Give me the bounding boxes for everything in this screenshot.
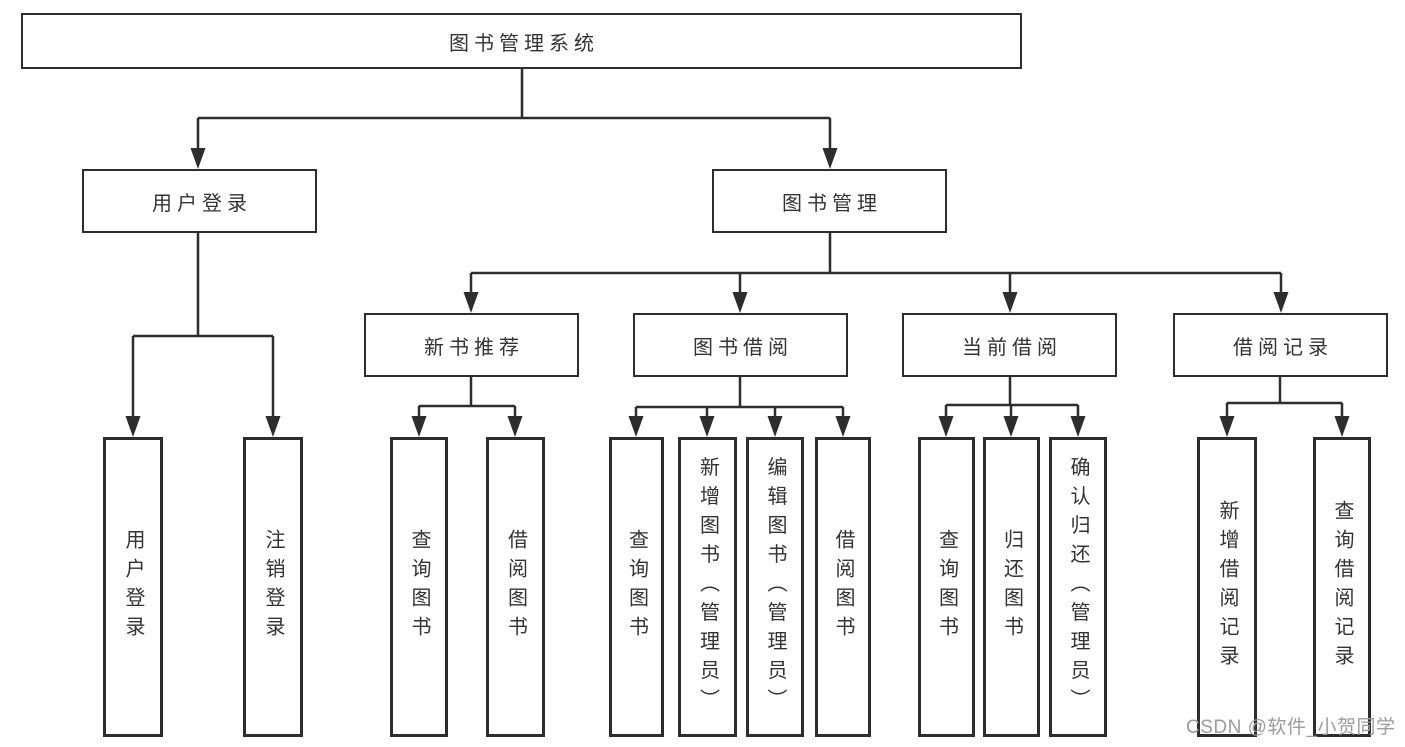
- leaf-label: 确认归还（管理员）: [1067, 456, 1089, 718]
- connector-book-management-to-level3: [469, 233, 1283, 297]
- arrow-down-icon: [699, 416, 715, 437]
- connector-current-to-leaves: [944, 377, 1080, 420]
- node-borrowing-records: 借阅记录: [1173, 313, 1388, 377]
- arrow-down-icon: [628, 416, 644, 437]
- leaf-label: 查询图书: [935, 529, 958, 645]
- arrow-down-icon: [835, 416, 851, 437]
- leaf-label: 查询图书: [625, 529, 648, 645]
- connector-root-to-level2: [196, 68, 832, 152]
- leaf-logout: 注销登录: [243, 437, 303, 737]
- arrow-down-icon: [732, 292, 748, 313]
- leaf-label: 查询图书: [408, 529, 430, 645]
- connector-user-login-to-leaves: [131, 233, 275, 420]
- arrow-down-icon: [938, 416, 954, 437]
- arrow-down-icon: [1003, 416, 1019, 437]
- node-current-borrowing: 当前借阅: [902, 313, 1117, 377]
- leaf-borrow-books-recommend: 借阅图书: [486, 437, 545, 737]
- leaf-label: 新增图书（管理员）: [696, 456, 719, 718]
- leaf-label: 借阅图书: [504, 529, 527, 645]
- node-new-book-recommendation: 新书推荐: [364, 313, 579, 377]
- leaf-label: 新增借阅记录: [1216, 500, 1238, 674]
- leaf-query-borrow-record: 查询借阅记录: [1313, 437, 1371, 737]
- leaf-label: 注销登录: [262, 529, 284, 645]
- arrow-down-icon: [1219, 416, 1235, 437]
- leaf-label: 用户登录: [122, 529, 144, 645]
- arrow-down-icon: [125, 416, 141, 437]
- arrow-down-icon: [411, 416, 427, 437]
- arrow-down-icon: [1070, 416, 1086, 437]
- csdn-watermark: CSDN @软件_小贺同学: [1186, 717, 1396, 738]
- arrow-down-icon: [190, 148, 206, 169]
- arrow-down-icon: [767, 416, 783, 437]
- leaf-query-books-borrowing: 查询图书: [609, 437, 664, 737]
- leaf-label: 归还图书: [1000, 529, 1023, 645]
- node-user-login: 用户登录: [82, 169, 317, 233]
- arrow-down-icon: [265, 416, 281, 437]
- leaf-add-borrow-record: 新增借阅记录: [1197, 437, 1257, 737]
- leaf-query-books-recommend: 查询图书: [390, 437, 448, 737]
- connector-records-to-leaves: [1225, 377, 1344, 420]
- leaf-edit-books-admin: 编辑图书（管理员）: [746, 437, 804, 737]
- leaf-query-books-current: 查询图书: [918, 437, 975, 737]
- arrowhead-icons: [125, 148, 1350, 437]
- leaf-confirm-return-admin: 确认归还（管理员）: [1049, 437, 1107, 737]
- leaf-return-books: 归还图书: [983, 437, 1040, 737]
- leaf-borrow-books-borrowing: 借阅图书: [815, 437, 871, 737]
- arrow-down-icon: [507, 416, 523, 437]
- arrow-down-icon: [1002, 292, 1018, 313]
- node-book-management: 图书管理: [712, 169, 947, 233]
- arrow-down-icon: [1334, 416, 1350, 437]
- node-book-borrowing: 图书借阅: [633, 313, 848, 377]
- leaf-user-login: 用户登录: [103, 437, 163, 737]
- connector-borrowing-to-leaves: [634, 377, 845, 420]
- arrow-down-icon: [1273, 292, 1289, 313]
- leaf-label: 查询借阅记录: [1331, 500, 1353, 674]
- arrow-down-icon: [822, 148, 838, 169]
- connector-recommend-to-leaves: [417, 377, 517, 420]
- arrow-down-icon: [463, 292, 479, 313]
- leaf-add-books-admin: 新增图书（管理员）: [678, 437, 737, 737]
- leaf-label: 编辑图书（管理员）: [764, 456, 786, 718]
- node-library-management-system: 图书管理系统: [21, 13, 1022, 69]
- leaf-label: 借阅图书: [832, 529, 854, 645]
